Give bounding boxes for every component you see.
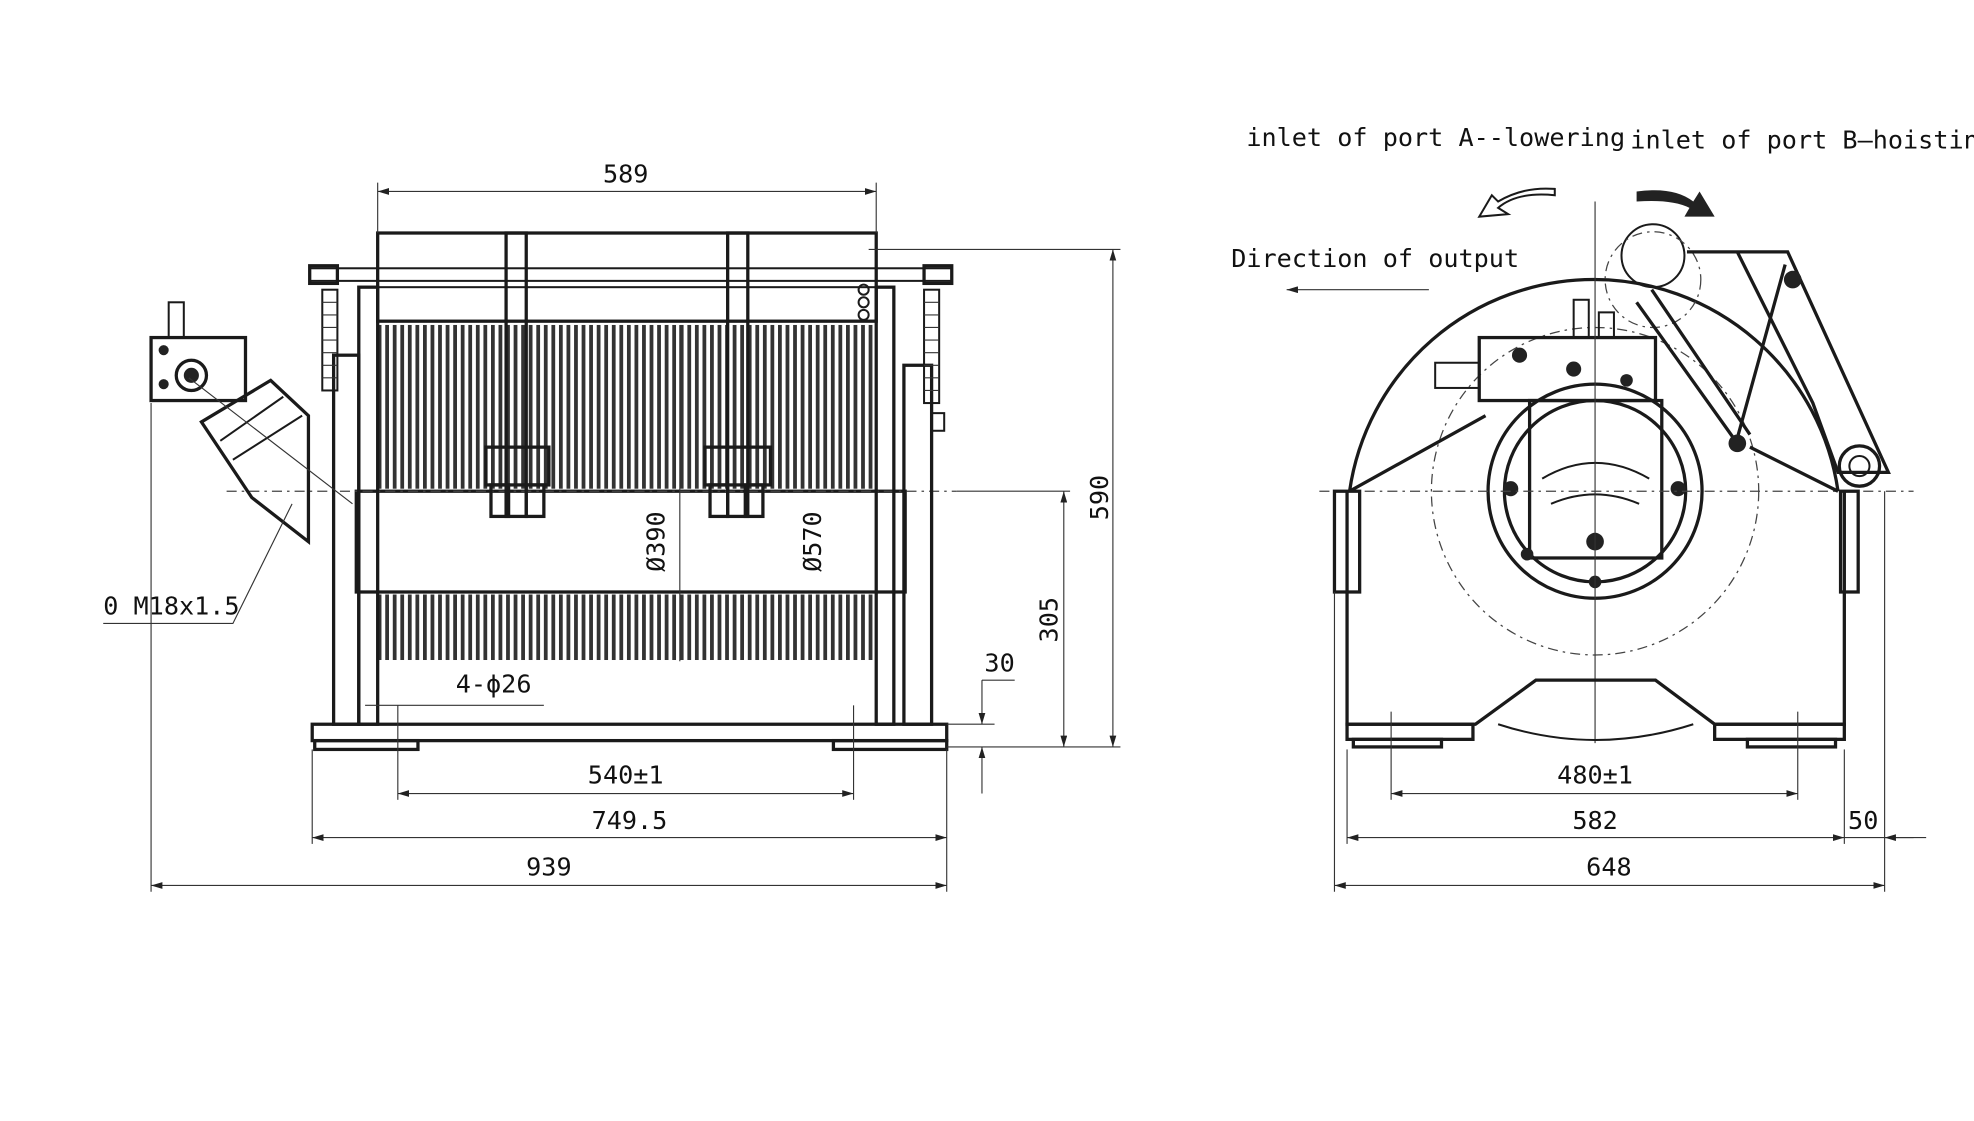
end-dim-50: 50	[1848, 806, 1878, 835]
clamp	[484, 231, 551, 519]
bolt-holes-label: 4-ϕ26	[456, 670, 532, 699]
dim-305: 305	[1035, 597, 1064, 642]
dim-939: 939	[526, 852, 571, 881]
output-direction-label: Direction of output	[1231, 244, 1519, 273]
drum-diameter-label: Ø390	[642, 511, 671, 572]
dim-30: 30	[984, 648, 1014, 677]
lowering-arrow-icon	[1477, 187, 1556, 218]
end-dim-648: 648	[1586, 852, 1631, 881]
port-b-label: inlet of port B—hoisting	[1630, 126, 1974, 155]
port-thread-label: 0 M18x1.5	[103, 592, 239, 621]
dim-590: 590	[1085, 475, 1114, 520]
clamp	[703, 231, 773, 519]
flange-diameter-label: Ø570	[798, 511, 827, 572]
hoisting-arrow-icon	[1636, 190, 1715, 217]
dim-540: 540±1	[588, 760, 664, 789]
end-dim-480: 480±1	[1557, 760, 1633, 789]
port-a-label: inlet of port A--lowering	[1246, 123, 1625, 152]
dim-589: 589	[603, 160, 648, 189]
end-view: inlet of port A--lowering inlet of port …	[1231, 123, 1974, 892]
dim-749-5: 749.5	[592, 806, 668, 835]
side-view: 589 590 305 30 540±1 749.5 939 4-ϕ26 0 M…	[103, 160, 1121, 892]
end-dim-582: 582	[1572, 806, 1617, 835]
